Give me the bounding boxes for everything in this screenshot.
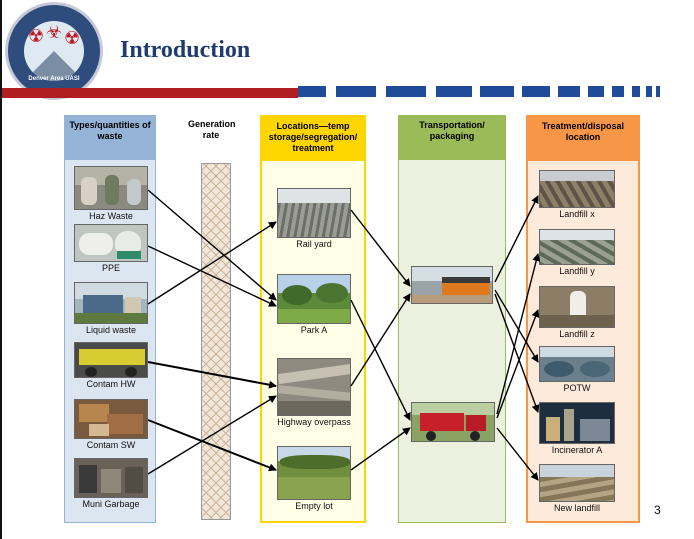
train-photo-icon bbox=[411, 266, 493, 304]
landfill-photo-icon bbox=[539, 170, 615, 208]
disposal-label: Landfill x bbox=[559, 209, 595, 219]
muni-garbage-photo-icon bbox=[74, 458, 148, 498]
arrow-truck-to-landfill-y bbox=[496, 253, 541, 415]
landfill-photo-icon bbox=[539, 464, 615, 502]
column-rate: Generation rate bbox=[188, 115, 236, 523]
arrow-rail-to-train bbox=[350, 209, 411, 287]
column-rate-header: Generation rate bbox=[188, 119, 236, 140]
column-transport-header: Transportation/ packaging bbox=[399, 116, 505, 160]
location-label: Highway overpass bbox=[277, 417, 351, 427]
arrow-garbage-to-overpass bbox=[147, 395, 277, 475]
waste-type-contam-sw: Contam SW bbox=[74, 399, 148, 450]
disposal-landfill-z: Landfill z bbox=[539, 286, 615, 339]
arrow-train-to-incinerator bbox=[494, 293, 540, 413]
waste-type-label: Contam HW bbox=[86, 379, 136, 389]
disposal-potw: POTW bbox=[539, 346, 615, 393]
waste-type-haz-waste: Haz Waste bbox=[74, 166, 148, 221]
landfill-worker-photo-icon bbox=[539, 286, 615, 328]
title-underline-red bbox=[2, 88, 298, 98]
arrow-liquid-to-rail bbox=[147, 221, 277, 305]
contam-sw-photo-icon bbox=[74, 399, 148, 439]
location-park-a: Park A bbox=[277, 274, 351, 335]
logo-caption: Denver Area UASI bbox=[28, 76, 80, 82]
location-label: Park A bbox=[300, 325, 328, 335]
column-types-header: Types/quantities of waste bbox=[65, 116, 155, 160]
transport-train bbox=[411, 266, 493, 305]
waste-type-ppe: PPE bbox=[74, 224, 148, 273]
arrow-train-to-landfill-x bbox=[494, 195, 539, 283]
column-locations-header: Locations—temp storage/segregation/ trea… bbox=[262, 117, 364, 161]
uasi-logo: ☢ ☣ ☢ Denver Area UASI bbox=[5, 2, 103, 100]
rail-yard-photo-icon bbox=[277, 188, 351, 238]
arrow-truck-to-new-landfill bbox=[496, 427, 539, 481]
arrow-sw-to-lot bbox=[147, 419, 277, 472]
disposal-new-landfill: New landfill bbox=[539, 464, 615, 513]
disposal-label: POTW bbox=[563, 383, 591, 393]
waste-type-label: Liquid waste bbox=[85, 325, 137, 335]
column-disposal-header: Treatment/disposal location bbox=[528, 117, 638, 161]
disposal-label: Landfill y bbox=[559, 266, 595, 276]
landfill-photo-icon bbox=[539, 229, 615, 265]
liquid-waste-photo-icon bbox=[74, 282, 148, 324]
waste-type-label: Muni Garbage bbox=[82, 499, 140, 509]
disposal-label: Incinerator A bbox=[551, 445, 603, 455]
dump-truck-photo-icon bbox=[411, 402, 495, 442]
disposal-landfill-y: Landfill y bbox=[539, 229, 615, 276]
incinerator-photo-icon bbox=[539, 402, 615, 444]
waste-type-label: Haz Waste bbox=[89, 211, 133, 221]
arrow-hw-to-overpass bbox=[147, 361, 277, 389]
disposal-incinerator-a: Incinerator A bbox=[539, 402, 615, 455]
arrow-haz-to-park bbox=[147, 189, 277, 301]
empty-lot-photo-icon bbox=[277, 446, 351, 500]
disposal-label: Landfill z bbox=[559, 329, 595, 339]
waste-type-label: Contam SW bbox=[86, 440, 136, 450]
disposal-landfill-x: Landfill x bbox=[539, 170, 615, 219]
location-rail-yard: Rail yard bbox=[277, 188, 351, 249]
disposal-label: New landfill bbox=[553, 503, 601, 513]
slide-title: Introduction bbox=[120, 37, 251, 63]
waste-type-contam-hw: Contam HW bbox=[74, 342, 148, 389]
waste-type-muni-garbage: Muni Garbage bbox=[74, 458, 148, 509]
arrow-truck-to-landfill-z bbox=[496, 309, 540, 419]
waste-type-label: PPE bbox=[101, 263, 120, 273]
generation-rate-bar bbox=[201, 163, 231, 520]
arrow-lot-to-truck bbox=[350, 427, 411, 471]
location-highway-overpass: Highway overpass bbox=[277, 358, 351, 427]
location-empty-lot: Empty lot bbox=[277, 446, 351, 511]
location-label: Empty lot bbox=[295, 501, 333, 511]
column-transport: Transportation/ packaging bbox=[398, 115, 506, 523]
contam-hw-photo-icon bbox=[74, 342, 148, 378]
highway-overpass-photo-icon bbox=[277, 358, 351, 416]
arrow-park-to-truck bbox=[350, 299, 411, 421]
page-number: 3 bbox=[654, 503, 661, 517]
treatment-plant-photo-icon bbox=[539, 346, 615, 382]
arrow-ppe-to-park bbox=[147, 245, 277, 307]
transport-dump-truck bbox=[411, 402, 495, 443]
park-photo-icon bbox=[277, 274, 351, 324]
arrow-overpass-to-train bbox=[350, 293, 411, 387]
ppe-photo-icon bbox=[74, 224, 148, 262]
arrow-train-to-potw bbox=[494, 289, 539, 363]
location-label: Rail yard bbox=[296, 239, 332, 249]
haz-waste-photo-icon bbox=[74, 166, 148, 210]
logo-emblem-icon: ☢ ☣ ☢ bbox=[24, 21, 84, 81]
waste-type-liquid-waste: Liquid waste bbox=[74, 282, 148, 335]
